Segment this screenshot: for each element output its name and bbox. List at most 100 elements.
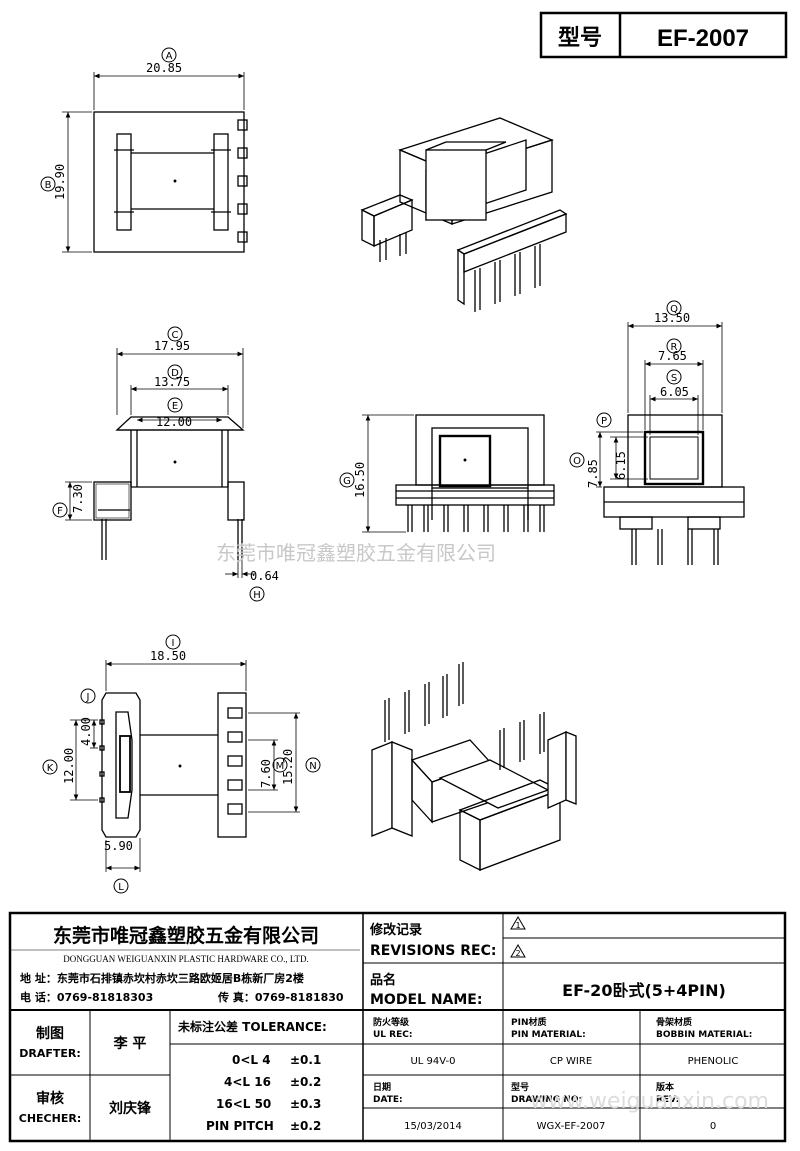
dim-k-value: 12.00 <box>62 748 76 784</box>
circle-label-g: G <box>343 476 351 487</box>
front-view <box>65 348 255 578</box>
circle-label-p: P <box>601 416 607 427</box>
drafter-name: 李 平 <box>113 1035 147 1052</box>
company-fax: 传 真：0769-8181830 <box>217 990 344 1004</box>
dim-r-value: 7.65 <box>658 349 687 363</box>
dim-m-value: 7.60 <box>259 759 273 788</box>
circle-label-h: H <box>253 590 261 601</box>
circle-label-k: K <box>47 763 54 774</box>
drafter-label-cn: 制图 <box>36 1025 64 1042</box>
circle-label-e: E <box>172 401 178 412</box>
tol-value-3: ±0.3 <box>290 1097 321 1111</box>
tol-value-4: ±0.2 <box>290 1119 321 1133</box>
revisions-label-cn: 修改记录 <box>369 922 422 938</box>
company-phone: 电 话：0769-81818303 <box>20 990 153 1004</box>
revision-1: 1 <box>515 921 520 930</box>
type-label: 型号 <box>558 26 602 51</box>
watermark-website: www.weiguanxin.com <box>530 1089 769 1114</box>
end-view <box>596 322 745 565</box>
dim-n-value: 15.20 <box>281 749 295 785</box>
date-value: 15/03/2014 <box>404 1121 462 1132</box>
model-number: EF-2007 <box>657 25 749 52</box>
tol-value-2: ±0.2 <box>290 1075 321 1089</box>
tol-value-1: ±0.1 <box>290 1053 321 1067</box>
circle-label-n: N <box>309 761 316 772</box>
circle-label-j: J <box>86 692 90 703</box>
dim-d-value: 13.75 <box>154 375 190 389</box>
circle-label-i: I <box>172 638 175 649</box>
dim-f-value: 7.30 <box>71 484 85 513</box>
circle-label-b: B <box>45 180 52 191</box>
tolerance-label: 未标注公差 TOLERANCE: <box>177 1019 327 1034</box>
dwg-label-cn: 型号 <box>511 1081 529 1093</box>
circle-label-m: M <box>276 761 285 772</box>
revision-2: 2 <box>515 949 520 958</box>
dim-c-value: 17.95 <box>154 339 190 353</box>
model-name-label-en: MODEL NAME: <box>370 992 482 1008</box>
date-label-en: DATE: <box>373 1095 403 1105</box>
company-address: 地 址：东莞市石排镇赤坎村赤坎三路欧姬居B栋新厂房2楼 <box>20 971 304 985</box>
side-view <box>362 414 555 533</box>
end-view-labels: 13.50 Q 7.65 R 6.05 S 7.85 O 6.15 P <box>569 300 690 488</box>
company-name-en: DONGGUAN WEIGUANXIN PLASTIC HARDWARE CO.… <box>63 954 309 964</box>
bottom-view-labels: 18.50 I 4.00 J 12.00 K 5.90 L 7.60 M 15.… <box>42 634 321 894</box>
tol-range-1: 0<L 4 <box>232 1053 271 1067</box>
model-name-value: EF-20卧式(5+4PIN) <box>562 981 726 1000</box>
ul-label-en: UL REC: <box>373 1030 412 1040</box>
dim-g-value: 16.50 <box>353 462 367 498</box>
dim-s-value: 6.05 <box>660 385 689 399</box>
circle-label-d: D <box>171 368 179 379</box>
model-name-label-cn: 品名 <box>370 972 396 988</box>
title-block-grid <box>8 911 787 1143</box>
side-view-labels: 16.50 G <box>339 462 367 498</box>
front-view-labels: 17.95 C 13.75 D 12.00 E 7.30 F 0.64 H <box>52 326 279 602</box>
dim-i-value: 18.50 <box>150 649 186 663</box>
checker-name: 刘庆锋 <box>109 1100 152 1117</box>
date-label-cn: 日期 <box>373 1081 391 1093</box>
tol-range-3: 16<L 50 <box>216 1097 271 1111</box>
header-box: 型号 EF-2007 <box>539 11 788 59</box>
dwg-label-en: DRAWING NO: <box>511 1095 582 1105</box>
tol-range-4: PIN PITCH <box>206 1119 274 1133</box>
circle-label-s: S <box>671 373 677 384</box>
dim-p-value: 6.15 <box>614 451 628 480</box>
circle-label-a: A <box>166 51 173 62</box>
dim-o-value: 7.85 <box>586 459 600 488</box>
dim-h-value: 0.64 <box>250 569 279 583</box>
bobbin-value: PHENOLIC <box>688 1056 739 1067</box>
circle-label-o: O <box>573 456 581 467</box>
company-name-cn: 东莞市唯冠鑫塑胶五金有限公司 <box>53 924 319 947</box>
bottom-view <box>70 660 300 872</box>
checker-label-cn: 审核 <box>36 1090 64 1107</box>
rev-label-cn: 版本 <box>655 1081 675 1093</box>
pin-label-en: PIN MATERIAL: <box>511 1030 586 1040</box>
iso-view-top <box>360 117 568 312</box>
circle-label-c: C <box>172 330 179 341</box>
dim-a-value: 20.85 <box>146 61 182 75</box>
dim-l-value: 5.90 <box>104 839 133 853</box>
watermark-company: 东莞市唯冠鑫塑胶五金有限公司 <box>216 541 496 565</box>
circle-label-f: F <box>57 506 63 517</box>
circle-label-q: Q <box>670 304 678 315</box>
top-view <box>62 72 248 253</box>
dim-e-value: 12.00 <box>156 415 192 429</box>
dim-b-value: 19.90 <box>53 164 67 200</box>
pin-value: CP WIRE <box>550 1056 592 1067</box>
bobbin-label-en: BOBBIN MATERIAL: <box>656 1030 752 1040</box>
drafter-label-en: DRAFTER: <box>19 1047 81 1060</box>
iso-view-bottom <box>371 662 577 872</box>
ul-value: UL 94V-0 <box>410 1056 455 1067</box>
rev-value: 0 <box>710 1121 716 1132</box>
revisions-label-en: REVISIONS REC: <box>370 943 496 959</box>
pin-label-cn: PIN材质 <box>511 1016 546 1028</box>
bobbin-label-cn: 骨架材质 <box>656 1016 692 1028</box>
top-view-labels: 20.85 A 19.90 B <box>40 47 182 200</box>
tol-range-2: 4<L 16 <box>224 1075 271 1089</box>
checker-label-en: CHECHER: <box>19 1112 81 1125</box>
circle-label-l: L <box>118 882 124 893</box>
dim-q-value: 13.50 <box>654 311 690 325</box>
dim-j-value: 4.00 <box>79 717 93 746</box>
ul-label-cn: 防火等级 <box>373 1016 410 1028</box>
rev-label-en: REV: <box>656 1095 679 1105</box>
